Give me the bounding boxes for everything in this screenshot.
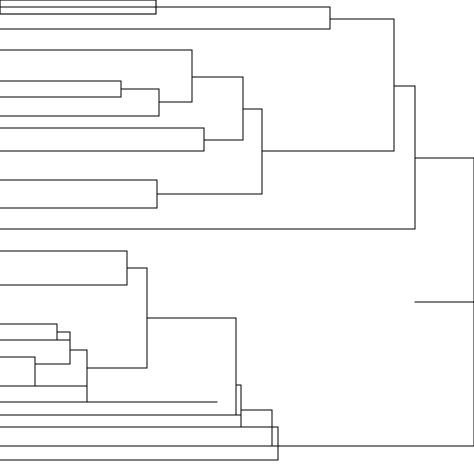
leaf-1-box [0, 0, 157, 15]
